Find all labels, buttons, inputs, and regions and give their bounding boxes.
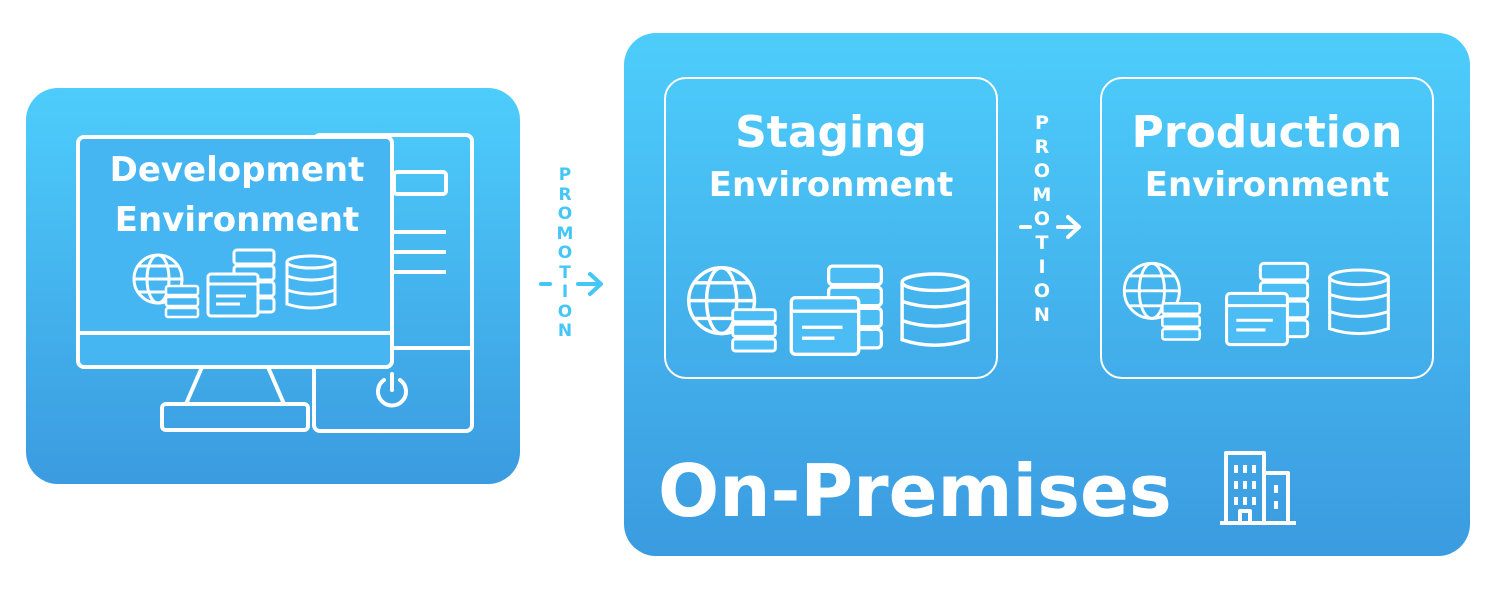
database-icon [900, 272, 970, 347]
server-rack-icon [1161, 302, 1201, 341]
development-panel: Development Environment [26, 88, 520, 484]
dev-title-line2: Environment [114, 200, 360, 240]
promotion-letter: N [1034, 304, 1050, 326]
arrow-right-icon [539, 272, 603, 296]
database-icon [1328, 268, 1390, 336]
browser-window-icon [789, 296, 861, 356]
promotion-letter: O [1033, 208, 1051, 230]
promotion-label-2: P R O M O T I O N [1030, 111, 1054, 327]
arrow-right-icon [1019, 215, 1081, 239]
promotion-letter: P [558, 165, 572, 185]
promotion-letter: T [1035, 232, 1049, 254]
power-icon [376, 372, 408, 408]
promotion-letter: P [1035, 112, 1049, 134]
promotion-letter: O [557, 243, 573, 263]
dev-title-line1: Development [109, 150, 365, 190]
production-environment-box: Production Environment [1100, 77, 1434, 379]
server-rack-icon [731, 308, 777, 353]
promotion-letter: O [1033, 280, 1051, 302]
promotion-letter: I [1038, 256, 1046, 278]
promotion-letter: I [561, 282, 569, 302]
promotion-letter: O [1033, 160, 1051, 182]
promotion-letter: R [558, 184, 572, 205]
promotion-letter: O [557, 204, 573, 224]
browser-window-icon [1225, 291, 1289, 347]
globe-icon [132, 253, 184, 305]
production-title-line2: Environment [1144, 165, 1390, 205]
on-premises-label: On-Premises [658, 449, 1172, 533]
promotion-letter: M [1032, 184, 1052, 206]
building-icon [1220, 451, 1296, 525]
promotion-letter: T [559, 262, 571, 283]
promotion-letter: O [557, 301, 573, 322]
server-rack-icon [164, 284, 200, 319]
promotion-letter: R [1034, 136, 1050, 158]
production-title-line1: Production [1131, 107, 1403, 158]
on-premises-panel: Staging Environment [624, 33, 1470, 556]
browser-window-icon [206, 272, 260, 318]
promotion-letter: M [556, 223, 574, 244]
promotion-label-1: P R O M O T I O N [553, 165, 577, 342]
staging-environment-box: Staging Environment [664, 77, 998, 379]
database-icon [285, 254, 337, 310]
promotion-letter: N [557, 321, 573, 341]
staging-title-line1: Staging [735, 107, 927, 158]
globe-icon [1122, 261, 1181, 320]
staging-title-line2: Environment [708, 165, 954, 205]
